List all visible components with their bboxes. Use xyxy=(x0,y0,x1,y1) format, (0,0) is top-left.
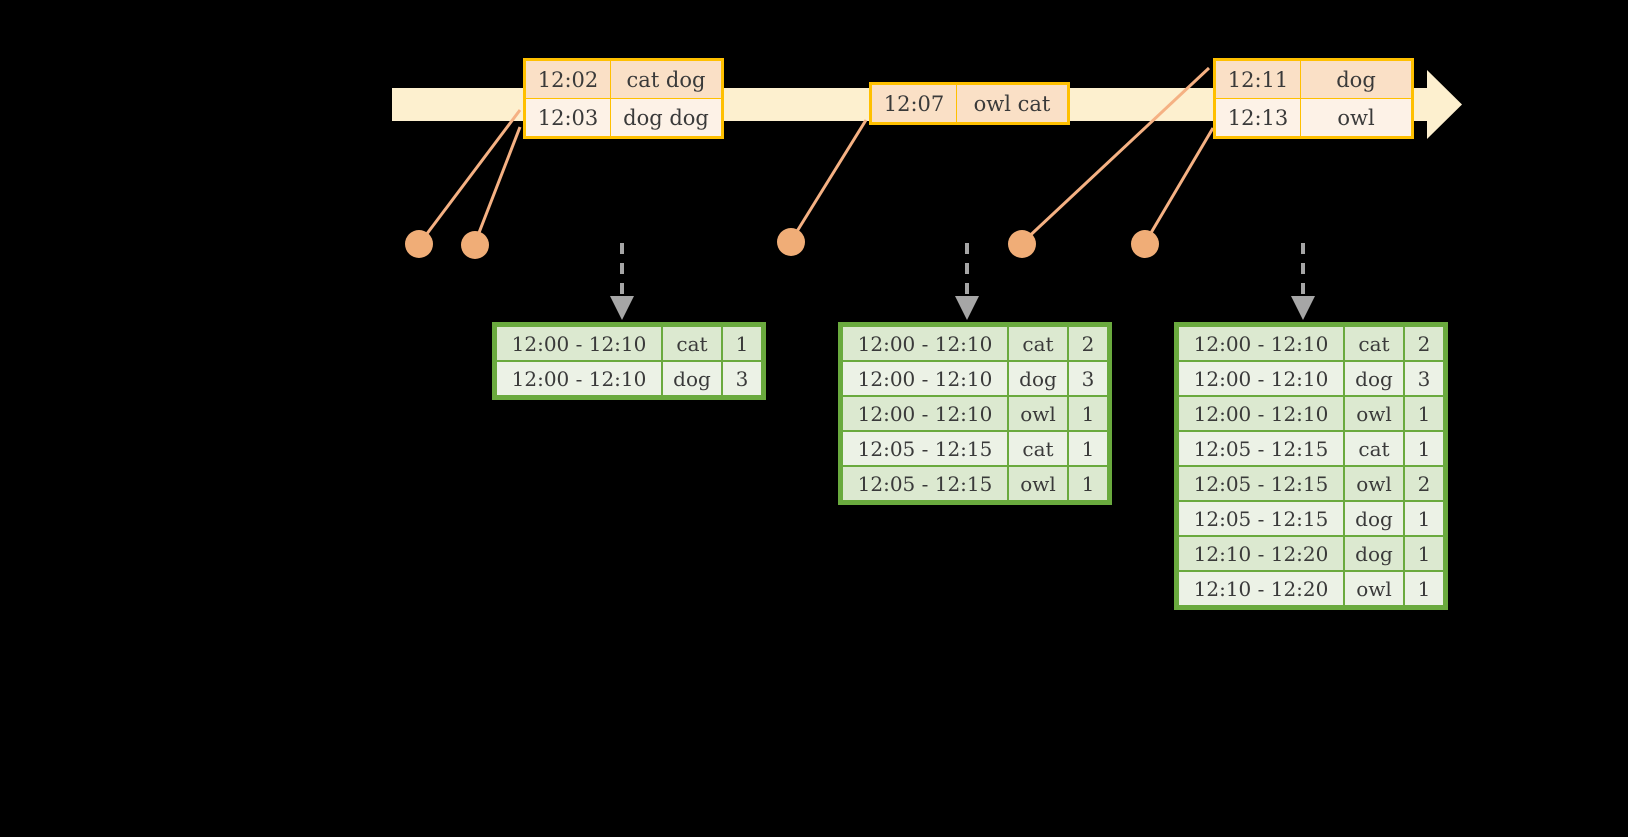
connector-line-3 xyxy=(789,119,868,242)
table-row: 12:05 - 12:15 dog 1 xyxy=(1179,502,1443,535)
table-row: 12:05 - 12:15 owl 2 xyxy=(1179,467,1443,500)
table-row: 12:00 - 12:10 cat 1 xyxy=(497,327,761,360)
result-count: 1 xyxy=(1069,397,1107,430)
result-table-1[interactable]: 12:00 - 12:10 cat 1 12:00 - 12:10 dog 3 xyxy=(492,322,766,400)
table-row: 12:05 - 12:15 cat 1 xyxy=(843,432,1107,465)
result-word: owl xyxy=(1009,397,1067,430)
table-row: 12:00 - 12:10 owl 1 xyxy=(843,397,1107,430)
result-count: 1 xyxy=(1405,572,1443,605)
result-window: 12:00 - 12:10 xyxy=(497,362,661,395)
event-row: 12:02 cat dog xyxy=(524,59,723,99)
result-window: 12:00 - 12:10 xyxy=(843,362,1007,395)
connector-line-1 xyxy=(418,109,522,244)
result-window: 12:00 - 12:10 xyxy=(1179,397,1343,430)
result-table-3[interactable]: 12:00 - 12:10 cat 2 12:00 - 12:10 dog 3 … xyxy=(1174,322,1448,610)
result-count: 1 xyxy=(1069,432,1107,465)
result-word: cat xyxy=(1345,432,1403,465)
table-row: 12:00 - 12:10 cat 2 xyxy=(1179,327,1443,360)
table-row: 12:00 - 12:10 owl 1 xyxy=(1179,397,1443,430)
result-window: 12:10 - 12:20 xyxy=(1179,537,1343,570)
event-time: 12:11 xyxy=(1214,59,1301,99)
table-row: 12:00 - 12:10 dog 3 xyxy=(497,362,761,395)
event-row: 12:03 dog dog xyxy=(524,98,723,138)
event-row: 12:07 owl cat xyxy=(870,83,1069,124)
trigger-dot-2 xyxy=(461,231,489,259)
table-row: 12:00 - 12:10 cat 2 xyxy=(843,327,1107,360)
event-words: owl xyxy=(1300,98,1413,138)
result-word: owl xyxy=(1009,467,1067,500)
result-word: cat xyxy=(1009,432,1067,465)
event-row: 12:11 dog xyxy=(1214,59,1413,99)
trigger-dot-3 xyxy=(777,228,805,256)
result-window: 12:05 - 12:15 xyxy=(1179,432,1343,465)
result-count: 1 xyxy=(1405,432,1443,465)
result-count: 1 xyxy=(1405,502,1443,535)
event-time: 12:13 xyxy=(1214,98,1301,138)
result-word: dog xyxy=(1009,362,1067,395)
event-box-2[interactable]: 12:07 owl cat xyxy=(869,82,1070,125)
result-window: 12:00 - 12:10 xyxy=(843,397,1007,430)
trigger-dot-1 xyxy=(405,230,433,258)
result-window: 12:05 - 12:15 xyxy=(843,467,1007,500)
emit-arrow-head-2 xyxy=(955,296,979,320)
event-time: 12:02 xyxy=(524,59,611,99)
event-time: 12:07 xyxy=(870,83,957,124)
table-row: 12:10 - 12:20 owl 1 xyxy=(1179,572,1443,605)
result-word: dog xyxy=(663,362,721,395)
result-window: 12:10 - 12:20 xyxy=(1179,572,1343,605)
result-word: owl xyxy=(1345,572,1403,605)
emit-arrow-heads xyxy=(610,296,1315,320)
result-count: 2 xyxy=(1405,327,1443,360)
result-word: dog xyxy=(1345,502,1403,535)
result-count: 3 xyxy=(723,362,761,395)
trigger-dot-4 xyxy=(1008,230,1036,258)
event-box-1[interactable]: 12:02 cat dog 12:03 dog dog xyxy=(523,58,724,139)
result-word: owl xyxy=(1345,397,1403,430)
result-word: owl xyxy=(1345,467,1403,500)
result-window: 12:05 - 12:15 xyxy=(1179,502,1343,535)
result-window: 12:05 - 12:15 xyxy=(843,432,1007,465)
result-word: dog xyxy=(1345,537,1403,570)
event-words: owl cat xyxy=(956,83,1069,124)
emit-arrow-head-3 xyxy=(1291,296,1315,320)
trigger-dots xyxy=(405,228,1159,259)
result-window: 12:05 - 12:15 xyxy=(1179,467,1343,500)
trigger-dot-5 xyxy=(1131,230,1159,258)
table-row: 12:10 - 12:20 dog 1 xyxy=(1179,537,1443,570)
result-table-2[interactable]: 12:00 - 12:10 cat 2 12:00 - 12:10 dog 3 … xyxy=(838,322,1112,505)
event-words: cat dog xyxy=(610,59,723,99)
event-words: dog dog xyxy=(610,98,723,138)
result-count: 2 xyxy=(1069,327,1107,360)
result-word: dog xyxy=(1345,362,1403,395)
table-row: 12:05 - 12:15 owl 1 xyxy=(843,467,1107,500)
event-box-3[interactable]: 12:11 dog 12:13 owl xyxy=(1213,58,1414,139)
result-window: 12:00 - 12:10 xyxy=(843,327,1007,360)
result-word: cat xyxy=(663,327,721,360)
event-time: 12:03 xyxy=(524,98,611,138)
result-count: 1 xyxy=(723,327,761,360)
result-count: 1 xyxy=(1405,537,1443,570)
table-row: 12:05 - 12:15 cat 1 xyxy=(1179,432,1443,465)
result-window: 12:00 - 12:10 xyxy=(1179,327,1343,360)
table-row: 12:00 - 12:10 dog 3 xyxy=(1179,362,1443,395)
result-count: 1 xyxy=(1405,397,1443,430)
result-word: cat xyxy=(1009,327,1067,360)
table-row: 12:00 - 12:10 dog 3 xyxy=(843,362,1107,395)
result-count: 3 xyxy=(1069,362,1107,395)
result-count: 3 xyxy=(1405,362,1443,395)
connector-line-2 xyxy=(473,126,522,244)
result-count: 2 xyxy=(1405,467,1443,500)
result-count: 1 xyxy=(1069,467,1107,500)
emit-arrow-head-1 xyxy=(610,296,634,320)
result-word: cat xyxy=(1345,327,1403,360)
connector-line-5 xyxy=(1143,127,1215,244)
emit-arrows xyxy=(620,243,1305,299)
event-row: 12:13 owl xyxy=(1214,98,1413,138)
result-window: 12:00 - 12:10 xyxy=(497,327,661,360)
event-words: dog xyxy=(1300,59,1413,99)
result-window: 12:00 - 12:10 xyxy=(1179,362,1343,395)
